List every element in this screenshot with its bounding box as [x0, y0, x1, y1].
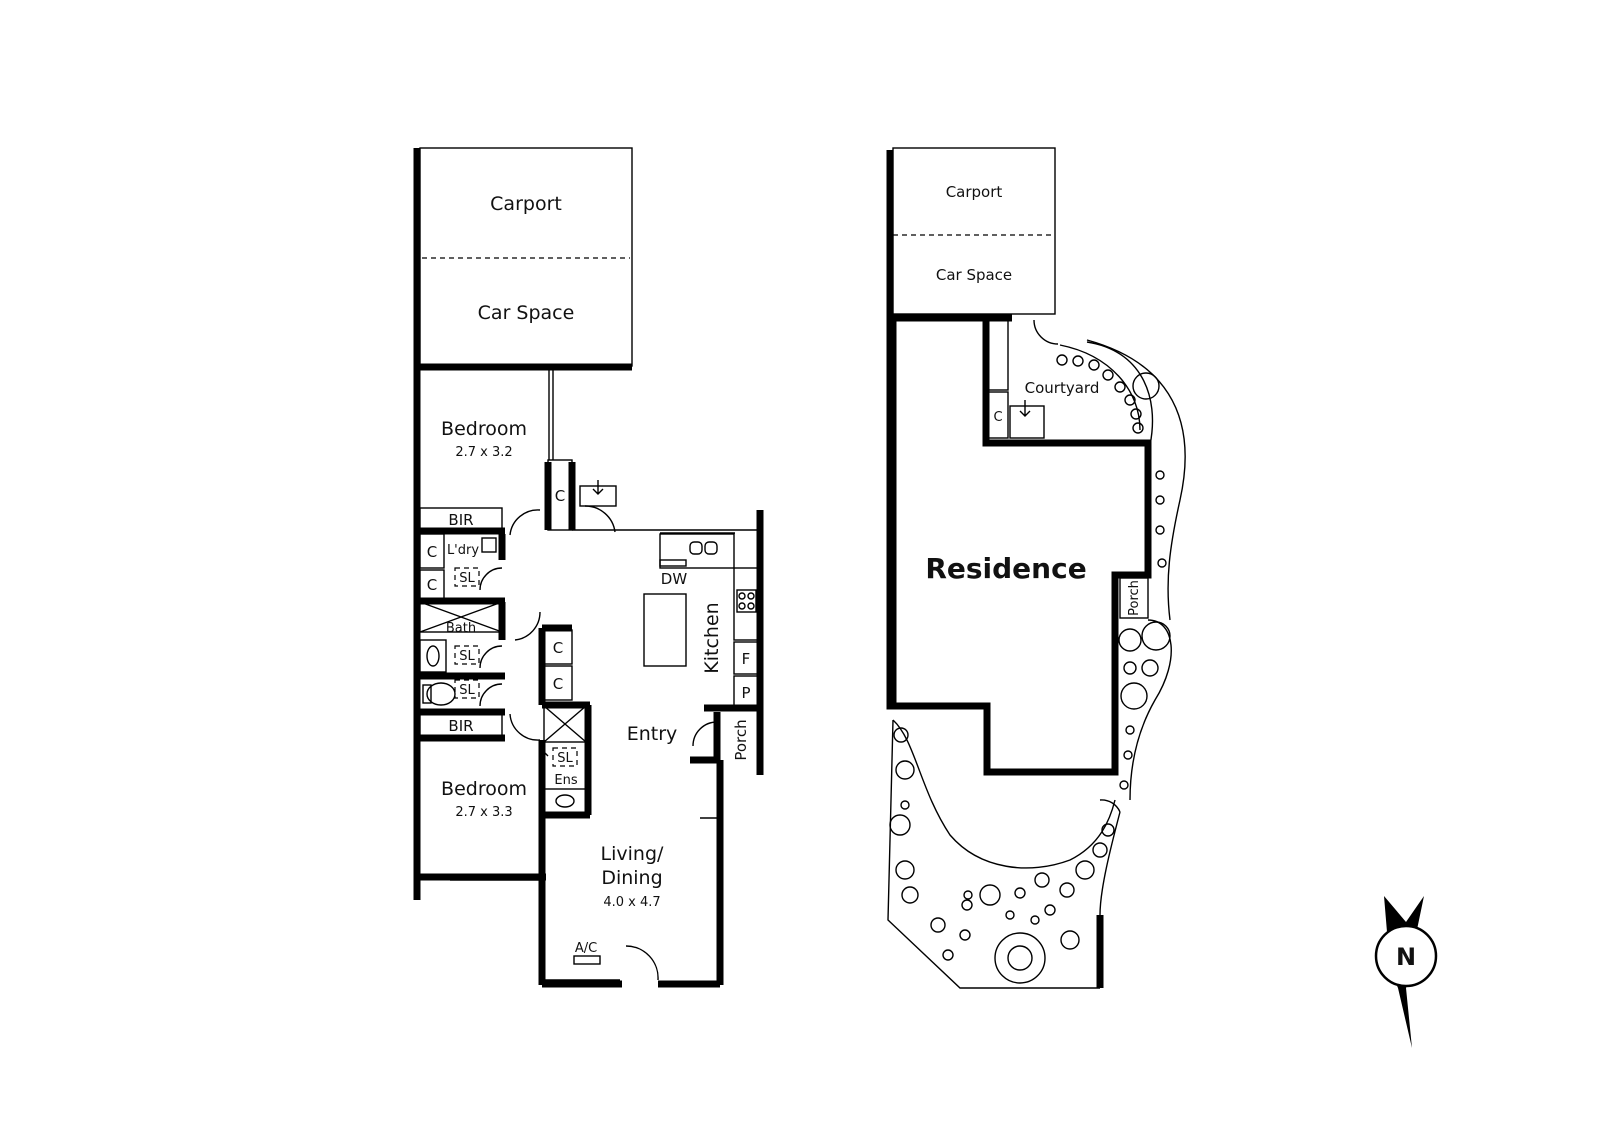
site-carport-label: Carport: [946, 183, 1003, 201]
svg-text:SL: SL: [459, 683, 475, 698]
site-porch-label: Porch: [1127, 580, 1142, 616]
bir-top-label: BIR: [448, 511, 473, 529]
svg-text:C: C: [553, 639, 563, 657]
svg-text:C: C: [553, 675, 563, 693]
living-label-1: Living/: [601, 843, 664, 865]
bir-bottom-label: BIR: [448, 717, 473, 735]
tub-icon: [481, 537, 497, 553]
svg-text:C: C: [427, 543, 437, 561]
residence-label: Residence: [925, 552, 1086, 585]
cupboard-label: C: [555, 487, 565, 505]
bath-label: Bath: [446, 621, 476, 636]
compass: N: [1374, 896, 1438, 1048]
site-cupboard-label: C: [993, 410, 1002, 425]
floor-plan: Carport Car Space Bedroom 2.7 x 3.2 C BI…: [413, 147, 764, 988]
svg-text:SL: SL: [557, 751, 573, 766]
bedroom-2-size: 2.7 x 3.3: [455, 805, 512, 820]
arrow-down-icon: [592, 480, 604, 495]
courtyard-label: Courtyard: [1025, 379, 1100, 397]
garden-boundary: [1086, 339, 1186, 621]
site-car-space-label: Car Space: [936, 266, 1012, 284]
toilet-icon: [426, 682, 456, 706]
car-space-label: Car Space: [478, 302, 575, 324]
kitchen-label: Kitchen: [701, 602, 723, 673]
compass-letter: N: [1396, 943, 1416, 971]
carport-label: Carport: [490, 193, 562, 215]
entry-label: Entry: [627, 723, 678, 745]
fridge-label: F: [742, 650, 751, 668]
laundry-label: L'dry: [447, 543, 479, 558]
garden-bed: [892, 719, 1116, 869]
ac-label: A/C: [575, 941, 597, 956]
svg-text:SL: SL: [459, 571, 475, 586]
living-size: 4.0 x 4.7: [603, 895, 660, 910]
pantry-label: P: [741, 684, 750, 702]
basin-icon: [426, 645, 440, 667]
porch-label: Porch: [732, 719, 750, 760]
svg-text:C: C: [427, 576, 437, 594]
ensuite-label: Ens: [554, 773, 577, 788]
door-swing: [584, 505, 616, 533]
svg-text:SL: SL: [459, 649, 475, 664]
bedroom-1-size: 2.7 x 3.2: [455, 445, 512, 460]
carport-area: [419, 147, 633, 367]
tree-icon: [1132, 372, 1160, 400]
bedroom-1-label: Bedroom: [441, 418, 527, 440]
bedroom-2-label: Bedroom: [441, 778, 527, 800]
living-label-2: Dining: [601, 867, 662, 889]
site-plan: Carport Car Space Residence C Courtyard …: [886, 147, 1186, 989]
cooktop-icon: [736, 589, 757, 613]
garden-shrubs: [889, 354, 1171, 984]
residence-outline: [886, 150, 1152, 776]
large-tree-icon: [994, 932, 1046, 984]
kitchen-island: [643, 593, 687, 667]
dishwasher-label: DW: [661, 570, 688, 588]
